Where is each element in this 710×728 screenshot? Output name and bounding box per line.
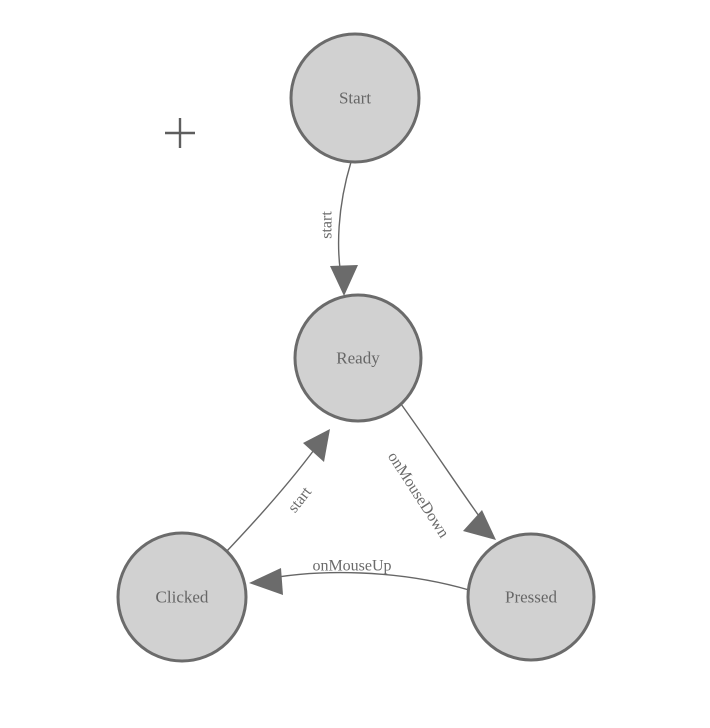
edge-line [400, 403, 490, 531]
edge-start-to-ready[interactable]: start [319, 161, 359, 296]
node-label: Ready [336, 349, 380, 368]
node-label: Start [339, 89, 371, 108]
markers-layer [165, 118, 195, 148]
node-shape [116, 531, 248, 663]
arrowhead-icon [249, 568, 283, 595]
edge-pressed-to-clicked[interactable]: onMouseUp [249, 558, 470, 596]
node-label: Clicked [156, 588, 209, 607]
node-start[interactable]: Start [289, 32, 421, 164]
arrowhead-icon [463, 510, 496, 540]
edge-label: start [319, 211, 336, 239]
edge-line [260, 571, 470, 591]
node-ready[interactable]: Ready [293, 293, 423, 423]
edge-label: start [285, 483, 316, 516]
node-label: Pressed [505, 588, 557, 607]
arrowhead-icon [303, 429, 330, 462]
node-shape [289, 32, 421, 164]
edge-label: onMouseUp [312, 558, 391, 575]
edge-clicked-to-ready[interactable]: start [225, 429, 330, 553]
node-shape [466, 532, 596, 662]
arrowhead-icon [330, 265, 358, 296]
plus-marker-icon [165, 118, 195, 148]
node-shape [293, 293, 423, 423]
edge-ready-to-pressed[interactable]: onMouseDown [384, 403, 496, 541]
node-pressed[interactable]: Pressed [466, 532, 596, 662]
node-clicked[interactable]: Clicked [116, 531, 248, 663]
